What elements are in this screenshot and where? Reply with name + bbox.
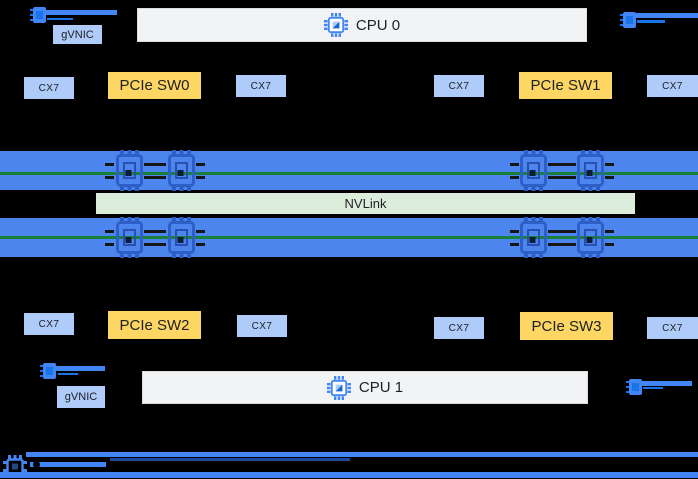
cpu1-box: CPU 1	[142, 371, 588, 404]
network-line	[643, 387, 663, 389]
pcie-sw2-label: PCIe SW2	[119, 316, 190, 334]
cx7-label: CX7	[448, 80, 470, 92]
link-dashes	[548, 217, 576, 258]
network-line	[30, 462, 106, 467]
link-dashes	[510, 217, 519, 258]
network-line	[26, 452, 698, 457]
cx7-label: CX7	[250, 80, 272, 92]
link-dashes	[105, 150, 114, 191]
pcie-sw2-box: PCIe SW2	[108, 311, 201, 339]
link-dashes	[605, 217, 614, 258]
gpu-cluster	[105, 217, 205, 258]
nvlink-label: NVLink	[344, 196, 387, 211]
cpu1-label: CPU 1	[358, 379, 404, 396]
gvnic-label: gVNIC	[61, 28, 94, 41]
cx7-label: CX7	[662, 322, 683, 334]
network-line	[46, 10, 117, 15]
link-dashes	[548, 150, 576, 191]
gpu-chip-icon	[577, 217, 604, 258]
cx7-label: CX7	[38, 318, 60, 330]
gpu-cluster	[510, 217, 614, 258]
cx7-label: CX7	[448, 322, 470, 334]
cx7-box: CX7	[24, 77, 74, 99]
pcie-sw3-label: PCIe SW3	[531, 317, 602, 335]
cx7-label: CX7	[662, 80, 683, 92]
cpu-chip-icon	[323, 13, 348, 37]
network-line	[637, 20, 665, 23]
gpu-chip-icon	[167, 217, 195, 258]
link-dashes	[510, 150, 519, 191]
gpu-chip-icon	[115, 217, 143, 258]
cx7-label: CX7	[38, 82, 60, 94]
nvlink-box: NVLink	[96, 193, 635, 214]
gpu-cluster	[105, 150, 205, 191]
gvnic-label: gVNIC	[64, 391, 98, 403]
gpu-chip-icon	[115, 150, 143, 191]
cx7-box: CX7	[434, 75, 484, 97]
network-line	[641, 381, 692, 386]
network-line	[56, 366, 105, 371]
link-dashes	[144, 150, 166, 191]
link-dashes	[196, 217, 205, 258]
cx7-label: CX7	[251, 320, 273, 332]
cx7-box: CX7	[647, 75, 698, 97]
nvlink-rail-top	[0, 172, 698, 175]
gpu-cluster	[510, 150, 614, 191]
pcie-sw0-label: PCIe SW0	[119, 77, 190, 94]
network-marker-top-left	[30, 7, 120, 29]
link-dashes	[105, 217, 114, 258]
cx7-box: CX7	[236, 75, 286, 97]
nic-link-icon	[30, 7, 46, 23]
network-line	[47, 17, 73, 20]
cx7-box: CX7	[24, 313, 74, 335]
gpu-chip-icon	[577, 150, 604, 191]
cpu0-box: CPU 0	[137, 8, 587, 42]
network-line	[0, 472, 698, 478]
cx7-box: CX7	[434, 317, 484, 339]
nic-link-icon	[620, 12, 636, 28]
cpu0-label: CPU 0	[355, 16, 401, 34]
network-line	[636, 13, 698, 18]
link-dashes	[196, 150, 205, 191]
network-marker-mid-right	[626, 379, 696, 401]
gpu-chip-icon	[167, 150, 195, 191]
cpu-chip-icon	[326, 375, 351, 400]
nvlink-rail-bottom	[0, 236, 698, 239]
link-dashes	[605, 150, 614, 191]
pcie-sw1-box: PCIe SW1	[519, 72, 612, 99]
gvnic-box-top: gVNIC	[53, 25, 102, 44]
gpu-chip-icon	[520, 150, 547, 191]
cx7-box: CX7	[237, 315, 287, 337]
line-node-dot	[33, 461, 40, 468]
network-marker-mid-left	[40, 363, 110, 385]
pcie-sw1-label: PCIe SW1	[530, 77, 601, 94]
link-dashes	[144, 217, 166, 258]
cx7-box: CX7	[647, 317, 698, 339]
nic-link-icon	[40, 363, 56, 379]
pcie-sw0-box: PCIe SW0	[108, 72, 201, 99]
network-line	[110, 458, 350, 461]
gvnic-box-bottom: gVNIC	[57, 386, 105, 408]
network-marker-top-right	[620, 12, 698, 34]
pcie-sw3-box: PCIe SW3	[520, 312, 613, 340]
network-line	[58, 372, 78, 375]
gpu-chip-icon	[520, 217, 547, 258]
